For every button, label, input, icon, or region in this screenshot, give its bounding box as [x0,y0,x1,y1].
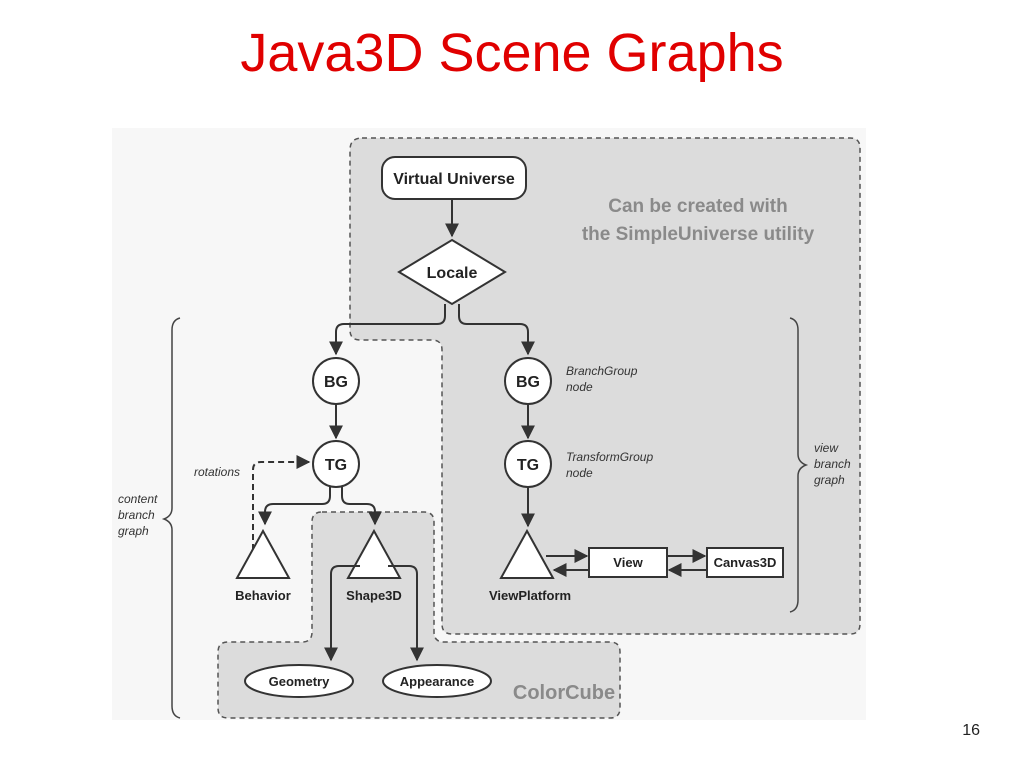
edge-shape3d-appearance [388,565,424,662]
branchgroup-note-line1: BranchGroup [566,364,638,378]
shape3d-node [346,528,402,579]
edge-locale-bg-left [329,304,446,356]
bg-left-label: BG [324,374,348,391]
content-branch-bracket [161,317,181,719]
behavior-label: Behavior [235,588,291,603]
viewplatform-label: ViewPlatform [489,588,571,603]
simple-universe-note-line1: Can be created with [608,196,788,217]
view-node [588,547,668,578]
content-branch-label-line2: branch [118,508,155,522]
simple-universe-note-line2: the SimpleUniverse utility [582,224,815,245]
canvas3d-label: Canvas3D [714,555,777,570]
transformgroup-note-line1: TransformGroup [566,450,653,464]
transformgroup-note-line2: node [566,466,593,480]
geometry-node [244,664,354,698]
edge-locale-bg-right [458,304,535,356]
slide-title: Java3D Scene Graphs [240,23,784,83]
canvas3d-node [706,547,784,578]
edge-shape3d-geometry [324,565,360,662]
view-label: View [613,555,643,570]
content-branch-label-line3: graph [118,524,149,538]
locale-label: Locale [427,265,478,282]
behavior-node [235,528,291,579]
branchgroup-note-line2: node [566,380,593,394]
appearance-label: Appearance [400,674,474,689]
bg-right-label: BG [516,374,540,391]
view-branch-label-line3: graph [814,473,845,487]
tg-right-label: TG [517,457,539,474]
geometry-label: Geometry [269,674,330,689]
edge-tg-shape3d [341,487,382,526]
content-branch-label-line1: content [118,492,158,506]
colorcube-label: ColorCube [513,682,615,704]
page-number: 16 [962,722,980,739]
virtual-universe-node [381,156,527,200]
shape3d-label: Shape3D [346,588,402,603]
rotations-label: rotations [194,465,240,479]
tg-left-node [312,440,360,488]
locale-node [397,238,507,306]
virtual-universe-label: Virtual Universe [393,171,515,188]
viewplatform-node [499,528,555,579]
tg-left-label: TG [325,457,347,474]
edge-tg-behavior [258,487,331,526]
edge-behavior-rotations [252,455,311,560]
appearance-node [382,664,492,698]
view-branch-bracket [789,317,809,613]
view-branch-label-line2: branch [814,457,851,471]
view-branch-label-line1: view [814,441,839,455]
